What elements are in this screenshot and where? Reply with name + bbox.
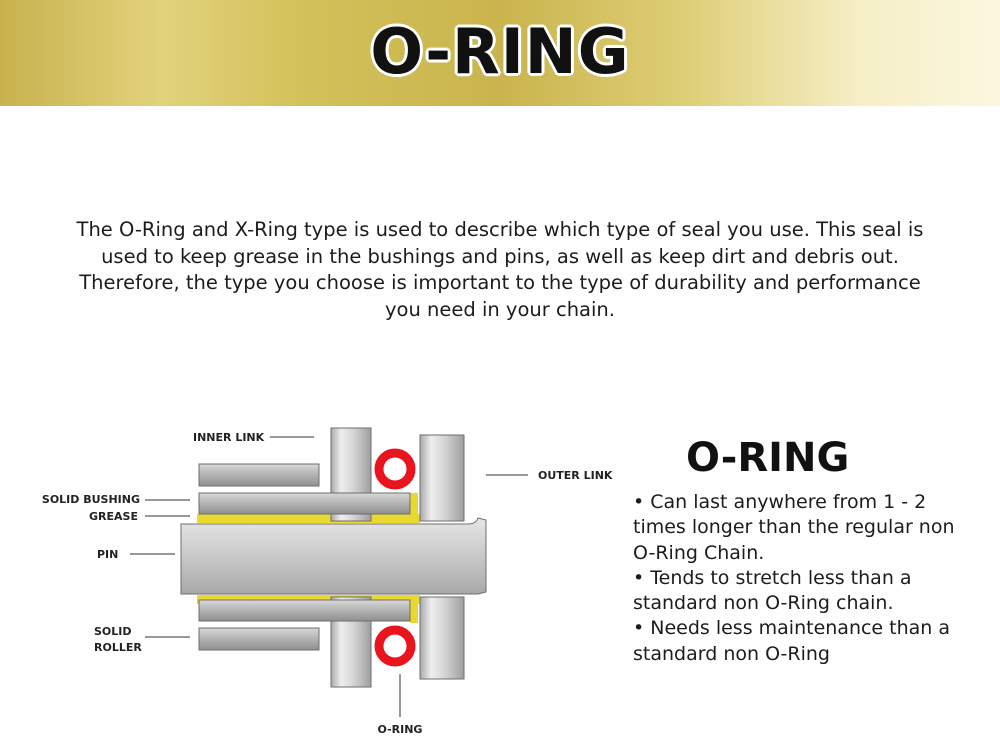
solid-bushing-bottom	[198, 599, 411, 622]
label-outer-link: OUTER LINK	[538, 469, 613, 482]
outer-link-plate-top	[419, 434, 465, 522]
page-title: O-RING	[370, 15, 630, 88]
o-ring-bottom	[374, 625, 416, 667]
title-banner: O-RING	[0, 0, 1000, 106]
intro-paragraph: The O-Ring and X-Ring type is used to de…	[76, 218, 924, 321]
grease-layer-top	[197, 493, 420, 523]
features-list: • Can last anywhere from 1 - 2 times lon…	[633, 490, 973, 667]
outer-link-plate-bottom	[419, 596, 465, 680]
feature-item: • Tends to stretch less than a standard …	[633, 566, 912, 615]
label-grease: GREASE	[89, 510, 138, 523]
feature-item: • Can last anywhere from 1 - 2 times lon…	[633, 491, 955, 564]
o-ring-top	[374, 448, 416, 490]
label-inner-link: INNER LINK	[193, 431, 265, 444]
label-solid-bushing: SOLID BUSHING	[42, 493, 140, 506]
label-pin: PIN	[97, 548, 118, 561]
features-heading: O-RING	[686, 435, 850, 481]
label-solid-roller-line1: SOLID	[94, 625, 132, 638]
solid-roller-bottom	[198, 627, 320, 651]
solid-bushing-top	[198, 492, 411, 515]
solid-roller-top	[198, 463, 320, 487]
label-solid-roller-line2: ROLLER	[94, 641, 142, 654]
pin	[180, 517, 487, 595]
feature-item: • Needs less maintenance than a standard…	[633, 617, 951, 665]
chain-cross-section-diagram: INNER LINK OUTER LINK SOLID BUSHING GREA…	[42, 427, 613, 736]
label-o-ring: O-RING	[378, 723, 423, 736]
